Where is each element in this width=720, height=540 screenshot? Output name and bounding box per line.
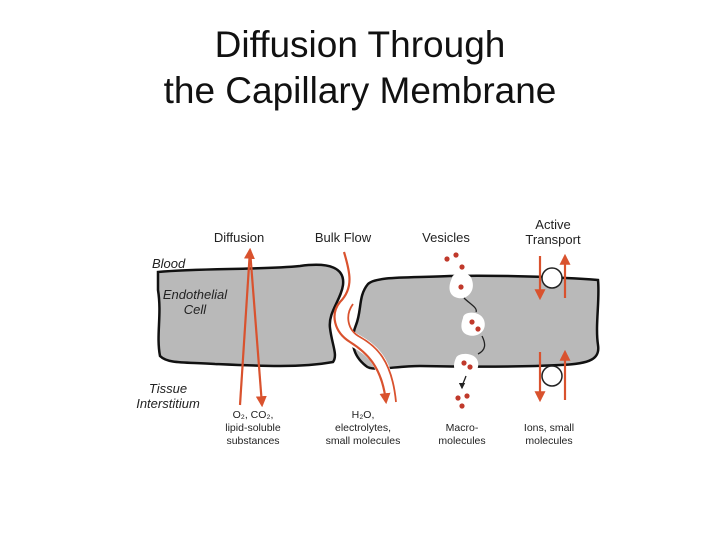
label-endothelial-line1: Endothelial — [163, 287, 228, 302]
particle — [475, 326, 481, 332]
particle — [444, 256, 450, 262]
header-diffusion: Diffusion — [214, 230, 264, 245]
diffusion-arrow-up — [238, 247, 255, 406]
bulk-flow-channel-edge — [347, 303, 397, 403]
particle — [461, 360, 467, 366]
particle — [453, 252, 459, 258]
header-active-line1: Active — [535, 217, 570, 232]
carrier-protein-top — [541, 267, 563, 289]
vesicle-pathway — [444, 252, 486, 409]
vesicle-path-line — [462, 297, 486, 388]
caption-bulk-line1: H₂O, — [352, 409, 375, 421]
caption-diffusion-line3: substances — [226, 435, 279, 447]
particle — [459, 403, 465, 409]
header-bulk-flow: Bulk Flow — [315, 230, 372, 245]
title-line-2: the Capillary Membrane — [163, 70, 557, 111]
particle — [469, 319, 475, 325]
title-line-1: Diffusion Through — [214, 24, 506, 65]
label-tissue-line2: Interstitium — [136, 396, 200, 411]
vesicle-bottom — [454, 353, 479, 377]
diffusion-arrow-down — [248, 249, 267, 408]
caption-vesicles-line2: molecules — [438, 435, 485, 447]
carrier-protein-bottom — [541, 365, 563, 387]
caption-active-line1: Ions, small — [524, 422, 574, 434]
endothelial-cell-left — [156, 263, 345, 368]
bulk-flow-arrow — [333, 251, 391, 405]
caption-bulk-line2: electrolytes, — [335, 422, 391, 434]
caption-active-line2: molecules — [525, 435, 572, 447]
particle — [455, 395, 461, 401]
label-endothelial-line2: Cell — [184, 302, 208, 317]
particle — [464, 393, 470, 399]
slide-title: Diffusion Through the Capillary Membrane — [0, 22, 720, 114]
caption-bulk-line3: small molecules — [326, 435, 401, 447]
header-vesicles: Vesicles — [422, 230, 470, 245]
label-tissue-line1: Tissue — [149, 381, 187, 396]
label-blood: Blood — [152, 256, 186, 271]
particle — [458, 284, 464, 290]
caption-diffusion-line2: lipid-soluble — [225, 422, 281, 434]
header-active-line2: Transport — [525, 232, 581, 247]
caption-diffusion-line1: O₂, CO₂, — [233, 409, 274, 421]
particle — [459, 264, 465, 270]
bulk-flow-channel — [333, 250, 397, 403]
particle — [467, 364, 473, 370]
active-transport-pumps — [534, 253, 571, 403]
caption-vesicles-line1: Macro- — [446, 422, 479, 434]
